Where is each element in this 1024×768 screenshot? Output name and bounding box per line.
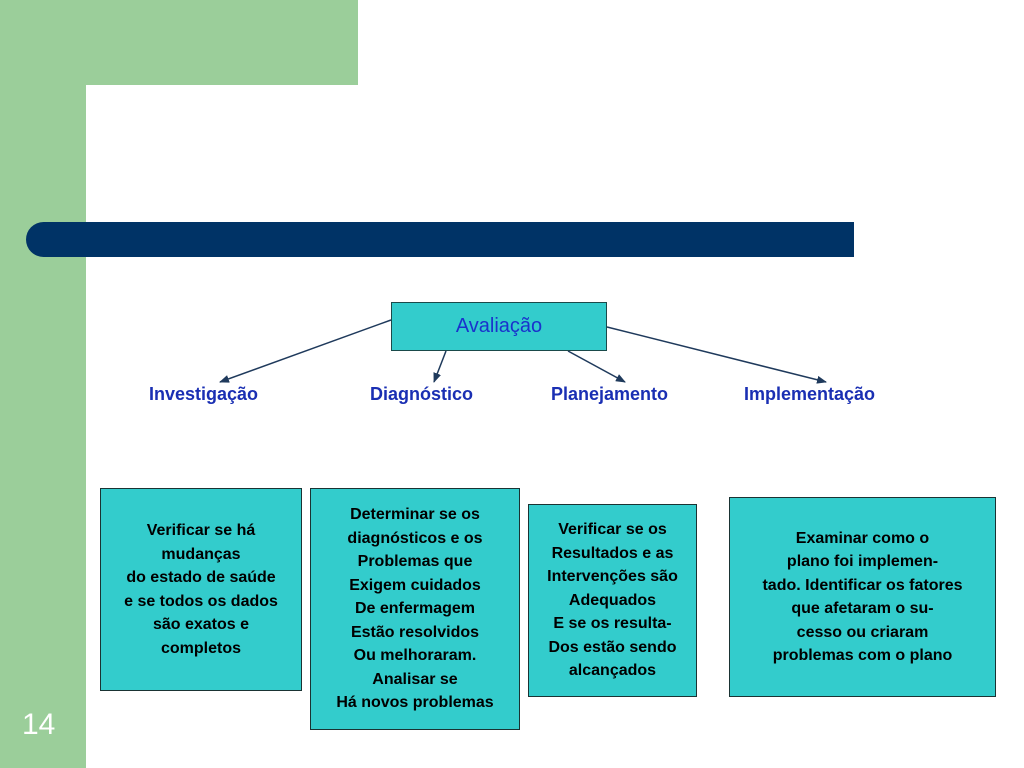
investigacao-description: Verificar se há mudanças do estado de sa… — [124, 522, 278, 657]
implementacao-description: Examinar como o plano foi implemen- tado… — [762, 529, 963, 665]
level-label-planejamento: Planejamento — [551, 384, 669, 404]
root-node-box: Avaliação — [391, 302, 607, 351]
slide-number: 14 — [22, 708, 56, 741]
investigacao-description-box: Verificar se há mudanças do estado de sa… — [100, 488, 302, 691]
title-bar — [26, 222, 854, 257]
connector-planejamento — [567, 350, 626, 383]
green-left-panel — [0, 0, 86, 768]
green-top-panel — [86, 0, 358, 85]
level-label-investigacao: Investigação — [149, 384, 259, 404]
level-label-diagnostico: Diagnóstico — [370, 384, 474, 404]
level-label-implementacao: Implementação — [744, 384, 876, 404]
connector-implementacao — [606, 326, 827, 384]
planejamento-description-box: Verificar se os Resultados e as Interven… — [528, 504, 697, 697]
connector-diagnostico — [433, 350, 447, 383]
connector-investigacao — [219, 319, 392, 383]
root-node-label: Avaliação — [455, 315, 543, 337]
diagnostico-description-box: Determinar se os diagnósticos e os Probl… — [310, 488, 520, 730]
implementacao-description-box: Examinar como o plano foi implemen- tado… — [729, 497, 996, 697]
diagnostico-description: Determinar se os diagnósticos e os Probl… — [336, 506, 494, 712]
planejamento-description: Verificar se os Resultados e as Interven… — [547, 521, 678, 680]
